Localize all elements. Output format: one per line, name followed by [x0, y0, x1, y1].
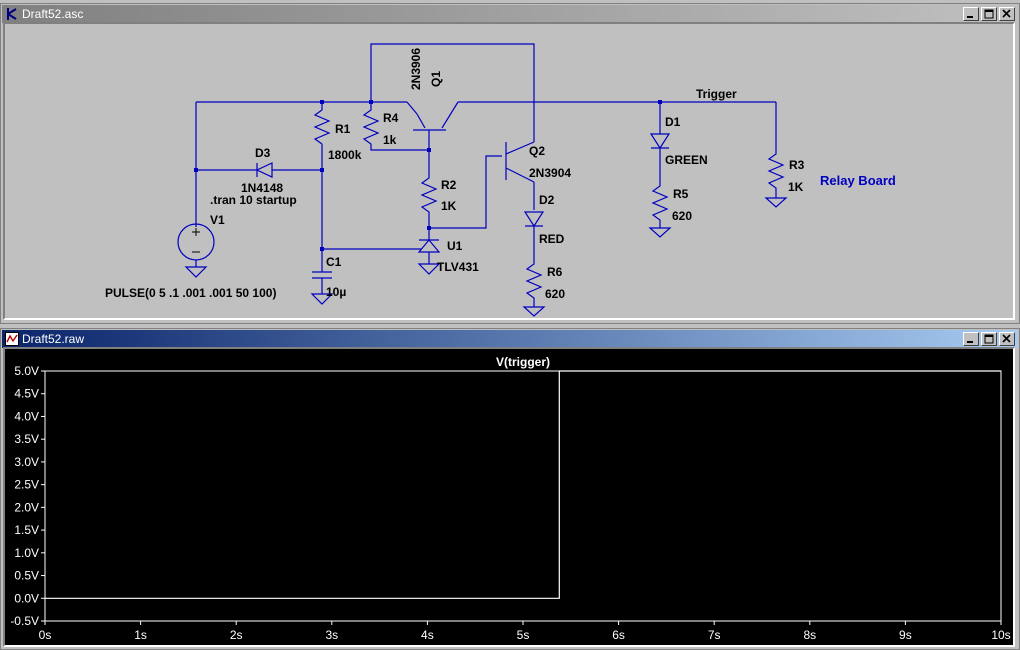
v1-symbol — [192, 228, 200, 253]
v1-value-label: PULSE(0 5 .1 .001 .001 50 100) — [105, 286, 276, 300]
x-tick-label: 3s — [325, 628, 338, 642]
wires — [177, 43, 788, 317]
waveform-app-icon — [5, 332, 19, 346]
c1-name-label: C1 — [326, 255, 342, 269]
schematic-app-icon — [7, 8, 17, 20]
y-axis: 5.0V 4.5V 4.0V 3.5V 3.0V 2.5V 2.0V 1.5V 1.0V 0.5V… — [10, 364, 45, 628]
x-tick-label: 1s — [134, 628, 147, 642]
y-tick-label: 2.0V — [14, 500, 39, 514]
y-tick-label: 3.0V — [14, 455, 39, 469]
u1-name-label: U1 — [447, 239, 463, 253]
r2-value-label: 1K — [441, 199, 457, 213]
schematic-titlebar[interactable]: Draft52.asc — [2, 5, 1018, 23]
x-tick-label: 4s — [421, 628, 434, 642]
v1-name-label: V1 — [210, 213, 225, 227]
d1-model-label: GREEN — [665, 153, 708, 167]
q1-name-label: Q1 — [429, 71, 443, 87]
d3-model-label: 1N4148 — [241, 181, 283, 195]
y-tick-label: -0.5V — [10, 614, 39, 628]
r3-name-label: R3 — [789, 158, 805, 172]
x-tick-label: 10s — [991, 628, 1010, 642]
r2-name-label: R2 — [441, 178, 457, 192]
window-title: Draft52.asc — [22, 7, 84, 21]
y-tick-label: 4.5V — [14, 387, 39, 401]
r1-name-label: R1 — [335, 122, 351, 136]
waveform-plot-pane[interactable]: V(trigger) 5.0V 4.5V 4.0V 3.5V 3.0V 2.5V 2.0V 1… — [3, 347, 1015, 647]
tran-directive-label: .tran 10 startup — [210, 193, 297, 207]
x-tick-label: 0s — [39, 628, 52, 642]
y-tick-label: 3.5V — [14, 432, 39, 446]
trace-line-v-trigger[interactable] — [45, 370, 1001, 599]
d2-model-label: RED — [539, 232, 565, 246]
x-tick-label: 2s — [230, 628, 243, 642]
trace-label[interactable]: V(trigger) — [496, 355, 550, 369]
schematic-drawing: 2N3906 Q1 R1 1800k R4 1k D3 1N4148 .tran… — [105, 43, 896, 317]
plot-titlebar[interactable]: Draft52.raw — [2, 330, 1018, 348]
y-tick-label: 4.0V — [14, 409, 39, 423]
r6-name-label: R6 — [547, 265, 563, 279]
relay-board-comment: Relay Board — [820, 173, 896, 188]
minimize-button[interactable] — [963, 7, 979, 21]
r6-value-label: 620 — [545, 287, 565, 301]
waveform-chart[interactable]: V(trigger) 5.0V 4.5V 4.0V 3.5V 3.0V 2.5V 2.0V 1… — [5, 349, 1013, 645]
window-title: Draft52.raw — [22, 332, 85, 346]
maximize-button[interactable] — [981, 7, 997, 21]
q2-name-label: Q2 — [529, 144, 545, 158]
trigger-net-label: Trigger — [696, 87, 737, 101]
plot-frame — [44, 370, 1002, 622]
y-tick-label: 0.5V — [14, 569, 39, 583]
y-tick-label: 1.5V — [14, 523, 39, 537]
d2-name-label: D2 — [539, 193, 555, 207]
r1-value-label: 1800k — [328, 148, 362, 162]
r3-value-label: 1K — [788, 180, 804, 194]
y-tick-label: 5.0V — [14, 364, 39, 378]
schematic-canvas[interactable]: 2N3906 Q1 R1 1800k R4 1k D3 1N4148 .tran… — [3, 22, 1015, 320]
series-group — [45, 370, 1001, 599]
r4-value-label: 1k — [383, 133, 397, 147]
q1-model-label: 2N3906 — [409, 48, 423, 90]
d1-name-label: D1 — [665, 115, 681, 129]
r5-value-label: 620 — [672, 209, 692, 223]
junction-dots — [194, 100, 662, 251]
u1-model-label: TLV431 — [437, 260, 479, 274]
maximize-button[interactable] — [981, 332, 997, 346]
x-axis: 0s 1s 2s 3s 4s 5s 6s 7s 8s 9s 10s — [39, 621, 1011, 642]
x-tick-label: 9s — [899, 628, 912, 642]
x-tick-label: 7s — [708, 628, 721, 642]
q2-model-label: 2N3904 — [529, 166, 571, 180]
d3-name-label: D3 — [255, 146, 271, 160]
r4-name-label: R4 — [383, 111, 399, 125]
y-tick-label: 2.5V — [14, 478, 39, 492]
close-button[interactable] — [999, 7, 1015, 21]
close-button[interactable] — [999, 332, 1015, 346]
minimize-button[interactable] — [963, 332, 979, 346]
y-tick-label: 1.0V — [14, 546, 39, 560]
x-tick-label: 5s — [517, 628, 530, 642]
x-tick-label: 8s — [803, 628, 816, 642]
x-tick-label: 6s — [612, 628, 625, 642]
c1-value-label: 10µ — [326, 285, 346, 299]
y-tick-label: 0.0V — [14, 591, 39, 605]
schematic-labels: 2N3906 Q1 R1 1800k R4 1k D3 1N4148 .tran… — [105, 48, 896, 301]
r5-name-label: R5 — [673, 187, 689, 201]
